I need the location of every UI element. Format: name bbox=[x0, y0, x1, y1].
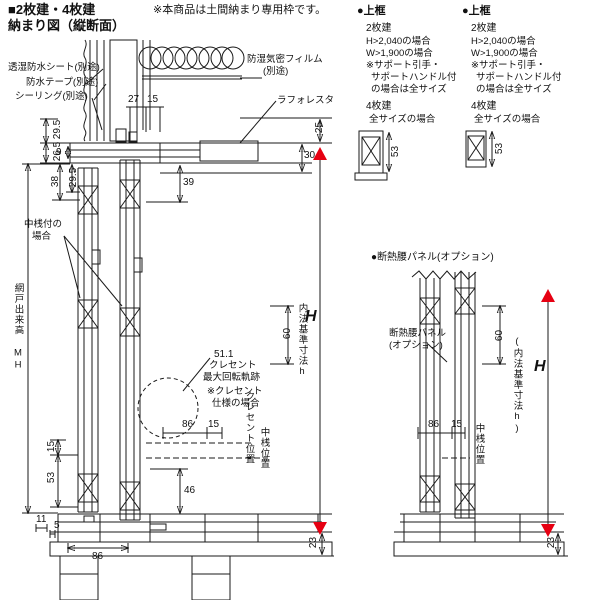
series-title: ■2枚建・4枚建 bbox=[8, 2, 96, 17]
callout-airtight-film-2: (別途) bbox=[263, 66, 289, 77]
option-panel-label-1: 断熱腰パネル bbox=[389, 328, 447, 339]
crescent-note-2: 最大回転軌跡 bbox=[203, 372, 261, 383]
dim-23: 23 bbox=[308, 536, 320, 549]
dim-25: 25 bbox=[314, 121, 326, 134]
option-dim-86: 86 bbox=[428, 419, 440, 430]
dim-38: 38 bbox=[50, 175, 62, 188]
uf-left-cond-h: H>2,040の場合 bbox=[366, 36, 431, 47]
height-symbol: H bbox=[305, 308, 317, 325]
product-note: ※本商品は土間納まり専用枠です。 bbox=[153, 4, 327, 16]
uf-left-cond-w: W>1,900の場合 bbox=[366, 48, 433, 59]
uf-left-note-1: ※サポート引手・ bbox=[366, 60, 441, 71]
dim-9: 9 bbox=[56, 147, 62, 158]
dim-15-mid: 15 bbox=[208, 419, 220, 430]
uf-right-4panel-label: 4枚建 bbox=[471, 101, 497, 112]
option-heading: ●断熱腰パネル(オプション) bbox=[371, 252, 494, 263]
callout-waterproof-sheet: 透湿防水シート(別途) bbox=[8, 62, 100, 73]
upper-frame-right-heading: ●上框 bbox=[462, 5, 491, 17]
callout-laforesta: ラフォレスタ bbox=[277, 95, 335, 106]
dim-46: 46 bbox=[184, 485, 196, 496]
uf-left-4panel-label: 4枚建 bbox=[366, 101, 392, 112]
upper-frame-detail-1 bbox=[354, 130, 389, 181]
dim-60: 60 bbox=[282, 327, 294, 340]
callout-sealing: シーリング(別途) bbox=[15, 91, 88, 102]
upper-frame-detail-2 bbox=[465, 130, 492, 168]
inner-standard-dim-label: 内法基準寸法h bbox=[296, 303, 308, 378]
option-panel-label-2: (オプション) bbox=[389, 340, 443, 351]
dim-86-mid: 86 bbox=[182, 419, 194, 430]
uf-left-note-3: の場合は全サイズ bbox=[371, 84, 447, 95]
uf-right-cond-h: H>2,040の場合 bbox=[471, 36, 536, 47]
page-title: 納まり図（縦断面） bbox=[8, 18, 126, 33]
dim-39: 39 bbox=[183, 177, 195, 188]
dim-53-left: 53 bbox=[46, 471, 58, 484]
crescent-radius-dim: 51.1 bbox=[214, 349, 234, 360]
option-dim-23: 23 bbox=[546, 536, 558, 549]
dim-5: 5 bbox=[54, 520, 60, 531]
uf-right-note-2: サポートハンドル付 bbox=[476, 72, 562, 83]
option-dim-60: 60 bbox=[494, 329, 506, 342]
crescent-note-1: クレセント bbox=[209, 360, 257, 371]
dim-29-5-a: 29.5 bbox=[52, 119, 64, 140]
option-height-arrow bbox=[541, 289, 555, 537]
dim-86-bottom: 86 bbox=[92, 551, 104, 562]
option-height-symbol: H bbox=[534, 358, 546, 375]
uf-right-cond-w: W>1,900の場合 bbox=[471, 48, 538, 59]
option-dim-15: 15 bbox=[451, 419, 463, 430]
dim-11: 11 bbox=[36, 514, 47, 525]
option-inner-standard-dim-label: (内法基準寸法h) bbox=[511, 336, 523, 435]
crescent-note-4: 仕様の場合 bbox=[212, 398, 260, 409]
uf-right-4panel-cond: 全サイズの場合 bbox=[474, 114, 541, 125]
callout-middle-rail-1: 中桟付の bbox=[24, 219, 63, 230]
option-middle-rail-position-label: 中桟位置 bbox=[473, 423, 485, 465]
main-sill bbox=[49, 513, 333, 600]
uf-left-dim-53: 53 bbox=[390, 145, 402, 158]
callout-middle-rail-2: 場合 bbox=[32, 231, 52, 242]
option-section bbox=[393, 270, 568, 557]
main-sliding-panels bbox=[77, 159, 268, 521]
dim-15-top: 15 bbox=[147, 94, 159, 105]
uf-right-note-3: の場合は全サイズ bbox=[476, 84, 552, 95]
dim-27: 27 bbox=[128, 94, 140, 105]
callout-waterproof-tape: 防水テープ(別途) bbox=[26, 77, 99, 88]
uf-left-note-2: サポートハンドル付 bbox=[371, 72, 457, 83]
uf-right-note-1: ※サポート引手・ bbox=[471, 60, 546, 71]
main-head-frame bbox=[40, 106, 332, 174]
uf-left-2panel-label: 2枚建 bbox=[366, 23, 392, 34]
crescent-note-3: ※クレセント bbox=[207, 386, 263, 397]
main-dimensions bbox=[22, 119, 334, 557]
uf-right-dim-53: 53 bbox=[494, 142, 506, 155]
dim-15-left: 15 bbox=[46, 440, 58, 453]
screen-height-label: 網戸出来高 MH bbox=[12, 283, 24, 372]
middle-rail-position-label: 中桟位置 bbox=[258, 427, 270, 469]
crescent-position-label: クレセント位置 bbox=[243, 391, 255, 465]
dim-30: 30 bbox=[304, 150, 316, 161]
main-height-arrow bbox=[313, 147, 327, 535]
main-wall-section bbox=[83, 39, 332, 142]
callout-leaders bbox=[63, 68, 277, 392]
dim-29-5-b: 29.5 bbox=[68, 167, 80, 188]
uf-right-2panel-label: 2枚建 bbox=[471, 23, 497, 34]
upper-frame-left-heading: ●上框 bbox=[357, 5, 386, 17]
callout-airtight-film-1: 防湿気密フィルム bbox=[247, 54, 323, 65]
uf-left-4panel-cond: 全サイズの場合 bbox=[369, 114, 436, 125]
